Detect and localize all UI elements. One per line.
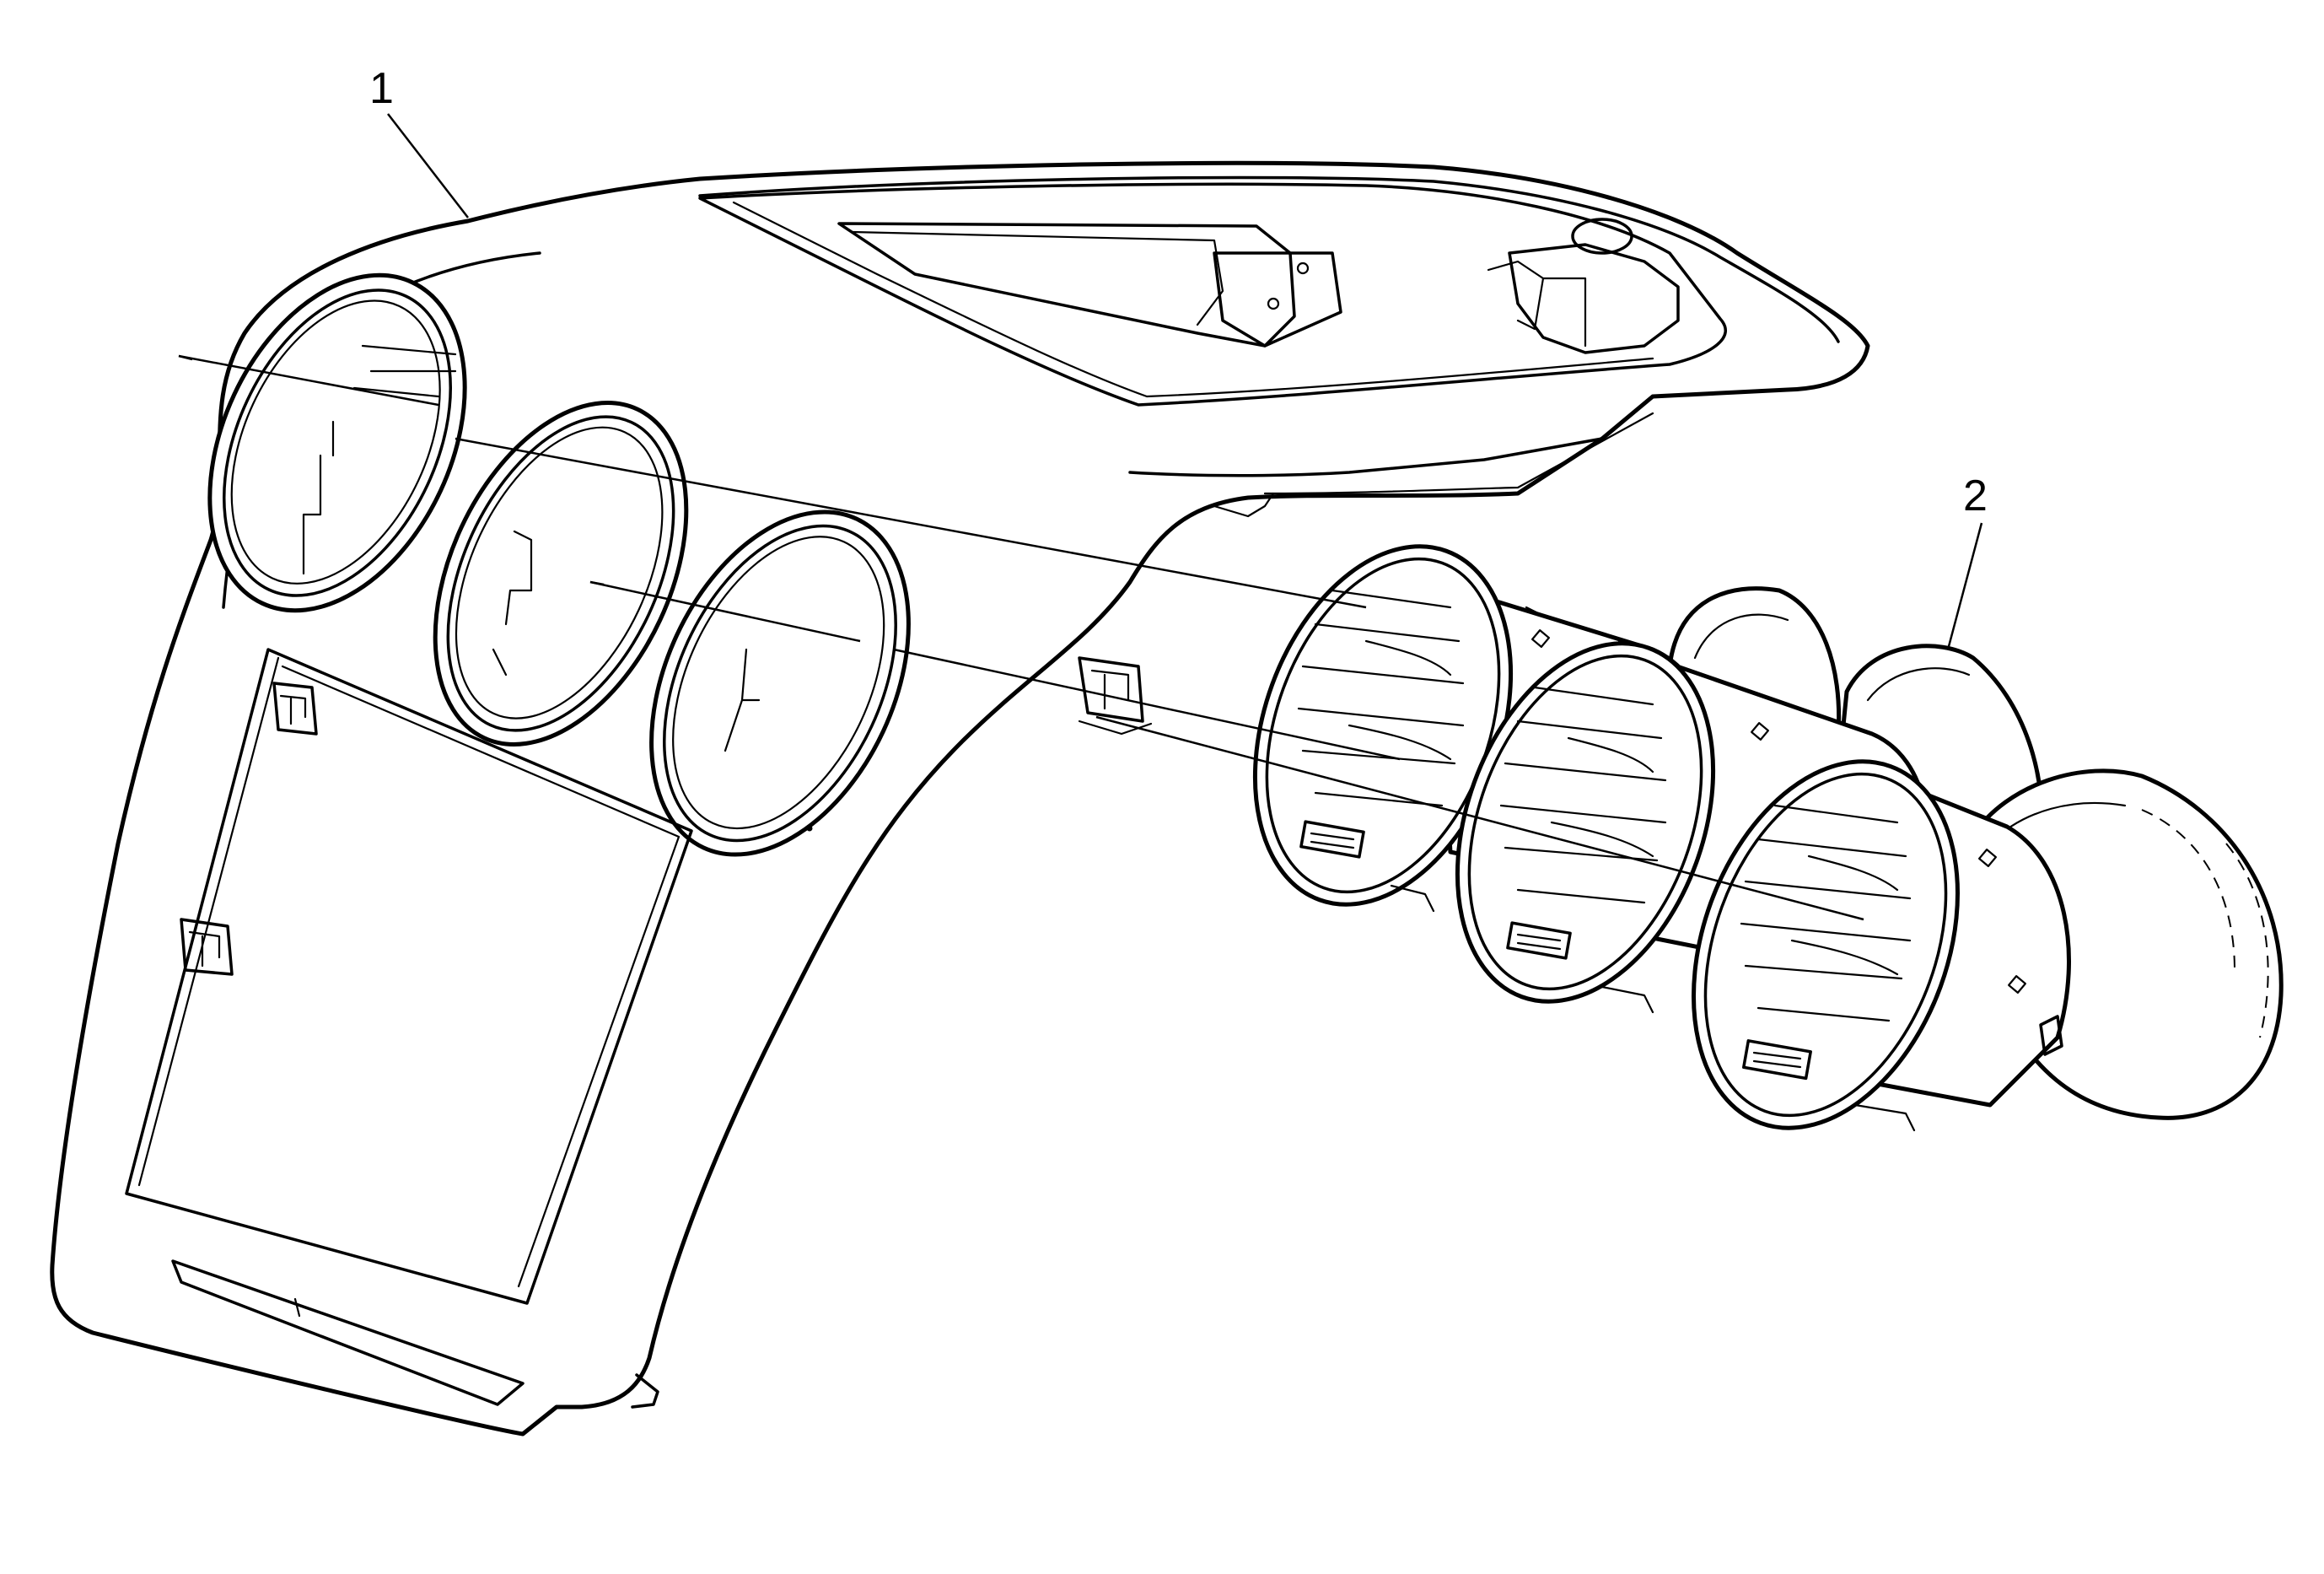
alignment-line-left-tick (178, 354, 193, 361)
top-knob (1571, 218, 1633, 255)
bezel-underside (1128, 395, 1654, 477)
radio-opening-inner (281, 665, 681, 1288)
vent-ring-center (1455, 641, 1716, 1004)
top-screen-inner (850, 230, 1224, 326)
bezel-bottom-flange-mark (293, 1297, 301, 1318)
vent-opening-left (207, 272, 467, 613)
callout-leader-1 (387, 113, 469, 218)
top-latch-housing (1508, 243, 1680, 354)
bezel-bottom-tab (631, 1373, 659, 1409)
instrument-panel-bezel (50, 160, 1870, 1437)
bezel-underside-flange (1213, 492, 1275, 518)
vent-housing-bottom-detail (1390, 884, 1916, 1132)
top-display-opening (698, 182, 1727, 407)
top-screen-panel (837, 222, 1296, 348)
bezel-bottom-flange (171, 1259, 525, 1406)
radio-opening (125, 648, 693, 1305)
bezel-top-lip (698, 175, 1840, 343)
top-display-inner (732, 201, 1654, 398)
alignment-line-center-tick (589, 580, 605, 586)
bracket-hole-lower (1267, 297, 1280, 310)
bezel-dot (806, 825, 813, 832)
callout-leader-2 (1946, 522, 1983, 650)
alignment-line-left (178, 354, 1367, 609)
alignment-line-right (1095, 715, 1864, 921)
callout-number-1: 1 (369, 64, 394, 113)
bracket-hole-upper (1296, 261, 1310, 275)
radio-clip-lower (180, 918, 234, 976)
bezel-side-edge (1078, 720, 1153, 736)
vent-opening-center (433, 401, 689, 747)
bezel-underside-inner (1263, 412, 1654, 495)
screen-bracket (1213, 251, 1342, 348)
vent-opening-right (649, 509, 911, 857)
radio-opening-inner-left (137, 656, 280, 1187)
alignment-line-center (589, 580, 1401, 761)
alignment-lines (178, 354, 1864, 921)
top-latch-detail (1487, 260, 1587, 348)
vent-ring-right (1692, 759, 1960, 1130)
callout-2: 2 (1946, 472, 1988, 650)
radio-clip-upper (272, 682, 318, 736)
callout-number-2: 2 (1963, 472, 1988, 520)
air-vent-assembly (1252, 544, 2284, 1132)
bezel-side-clip (1078, 656, 1144, 723)
callout-1: 1 (369, 64, 469, 218)
